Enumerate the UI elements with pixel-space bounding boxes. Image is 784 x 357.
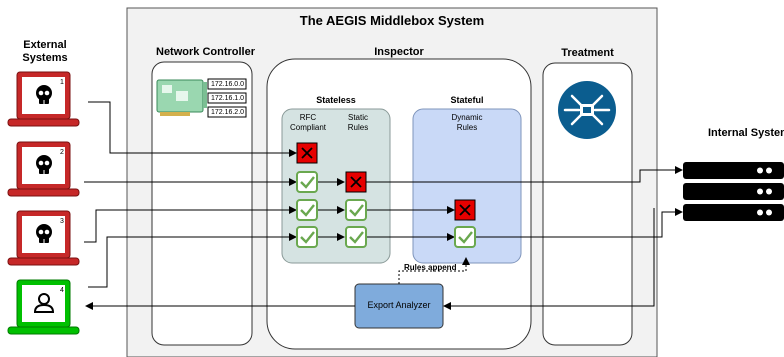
check-box	[345, 226, 367, 248]
skull-icon	[36, 155, 52, 174]
inspector-title: Inspector	[374, 46, 424, 58]
internal-system-label: Internal System	[708, 127, 784, 139]
cross-box	[296, 142, 318, 164]
network-controller-panel	[151, 61, 253, 346]
check-box	[345, 199, 367, 221]
network-card-icon	[156, 79, 207, 116]
laptop-4-number: 4	[60, 287, 64, 294]
ip-address-3: 172.16.2.0	[210, 109, 245, 116]
user-icon	[33, 293, 55, 313]
flow-lines	[84, 101, 683, 310]
export-analyzer-label: Export Analyzer	[367, 300, 431, 310]
laptop-2	[7, 141, 80, 197]
treatment-panel	[542, 62, 633, 346]
router-icon	[558, 81, 616, 139]
cross-box	[454, 199, 476, 221]
skull-icon	[36, 224, 52, 243]
laptop-4	[7, 279, 80, 335]
rfc-compliant-label: RFC Compliant	[289, 113, 326, 132]
laptop-2-number: 2	[60, 149, 64, 156]
external-systems-label: External Systems	[22, 39, 68, 64]
rules-append-label: Rules append	[404, 263, 457, 272]
ip-address-2: 172.16.1.0	[210, 95, 245, 102]
system-title: The AEGIS Middlebox System	[299, 13, 485, 28]
check-box	[296, 171, 318, 193]
check-box	[296, 226, 318, 248]
ip-address-1: 172.16.0.0	[210, 81, 245, 88]
cross-box	[345, 171, 367, 193]
stateful-title: Stateful	[450, 95, 484, 105]
ip-list	[207, 78, 247, 118]
static-rules-label: Static Rules	[347, 113, 369, 132]
treatment-title: Treatment	[561, 47, 614, 59]
stateless-title: Stateless	[316, 95, 356, 105]
skull-icon	[36, 85, 52, 104]
network-controller-title: Network Controller	[156, 46, 256, 58]
dynamic-rules-label: Dynamic Rules	[451, 113, 483, 132]
check-box	[296, 199, 318, 221]
laptop-1-number: 1	[60, 79, 64, 86]
check-box	[454, 226, 476, 248]
laptop-3-number: 3	[60, 218, 64, 225]
server-icon	[683, 162, 784, 221]
